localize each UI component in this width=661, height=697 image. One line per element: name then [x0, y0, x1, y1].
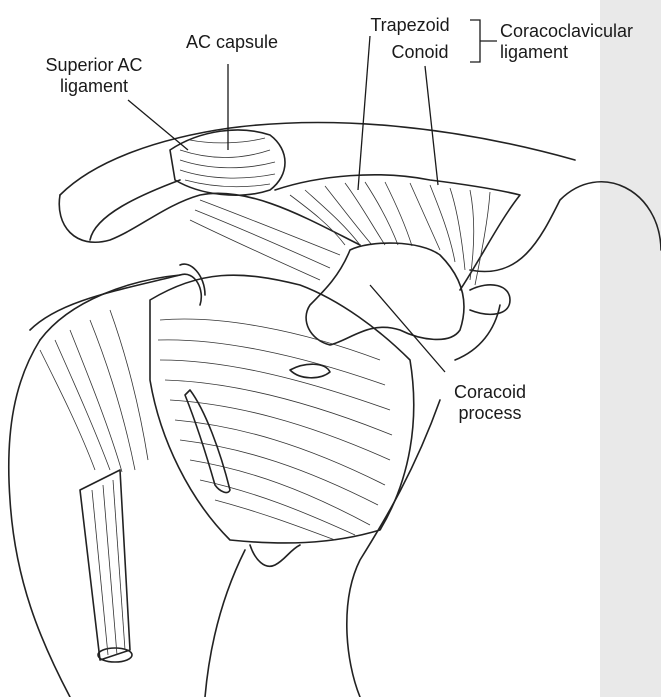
inferior-recess	[249, 544, 301, 567]
page-edge-shading	[600, 0, 661, 697]
label-ac-capsule: AC capsule	[185, 32, 279, 52]
humerus	[7, 274, 181, 697]
label-coracoclavicular-ligament: Coracoclavicular ligament	[500, 21, 634, 62]
label-coracoid-process: Coracoid process	[453, 382, 527, 423]
leader-conoid	[424, 65, 439, 186]
clavicle	[58, 121, 576, 246]
humeral-muscle	[29, 263, 206, 473]
scapula	[204, 181, 661, 697]
leader-trapezoid	[357, 35, 371, 191]
ac-capsule-fibers	[169, 129, 341, 281]
leader-lines	[127, 19, 497, 373]
coracoclavicular-bracket	[470, 19, 497, 63]
biceps-tendon	[79, 469, 133, 663]
label-conoid: Conoid	[391, 42, 449, 62]
leader-superior-ac-ligament	[127, 99, 189, 151]
coracoid-process	[305, 242, 511, 346]
label-trapezoid: Trapezoid	[370, 15, 450, 35]
capsule-fibers	[149, 274, 415, 544]
leader-coracoid-process	[369, 284, 446, 373]
label-superior-ac-ligament: Superior AC ligament	[45, 55, 143, 96]
coracoclavicular-fibers	[274, 174, 521, 291]
